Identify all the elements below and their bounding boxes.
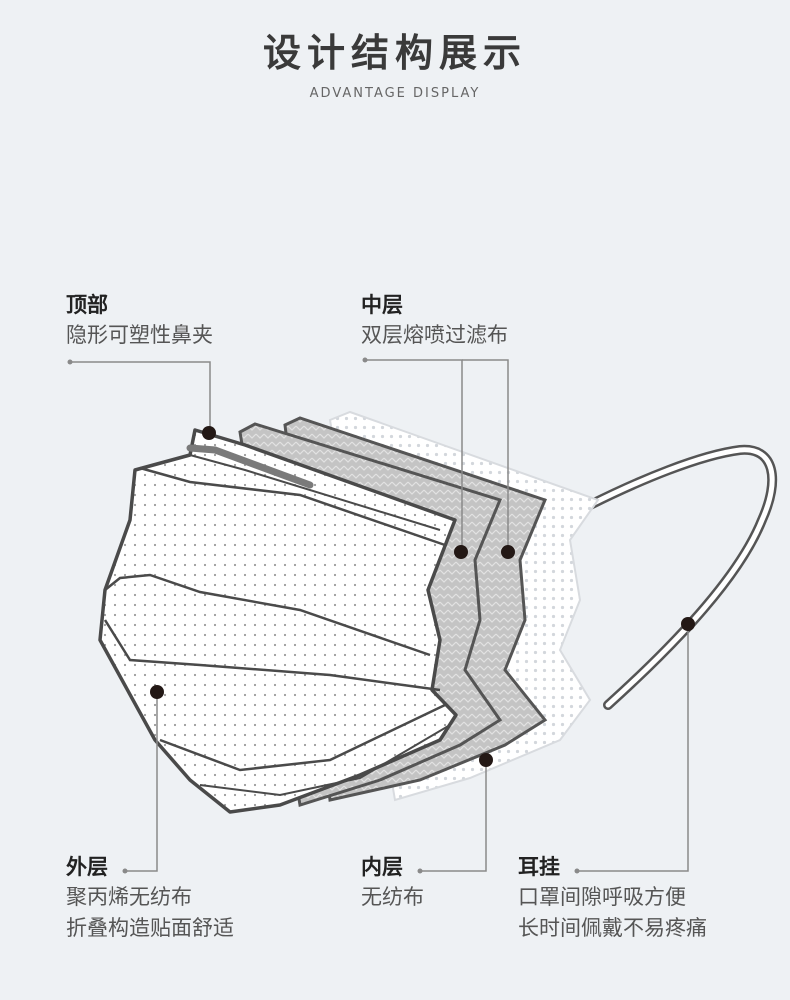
- callout-outer-line-1: 聚丙烯无纺布: [66, 885, 192, 909]
- callout-outer: 外层 聚丙烯无纺布 折叠构造贴面舒适: [66, 852, 234, 944]
- callout-middle-line-1: 双层熔喷过滤布: [361, 323, 508, 347]
- callout-outer-line-2: 折叠构造贴面舒适: [66, 916, 234, 940]
- callout-inner-line-1: 无纺布: [361, 885, 424, 909]
- callout-outer-heading: 外层: [66, 855, 108, 879]
- callout-inner: 内层 无纺布: [361, 852, 424, 913]
- callout-inner-heading: 内层: [361, 855, 403, 879]
- callout-middle-heading: 中层: [361, 293, 403, 317]
- callout-ear-line-2: 长时间佩戴不易疼痛: [518, 916, 707, 940]
- dot-middle-b: [501, 545, 515, 559]
- outer-layer: [98, 428, 458, 814]
- nose-clip: [186, 444, 314, 489]
- ear-loop: [585, 444, 778, 710]
- dot-outer: [150, 685, 164, 699]
- leader-outer: [125, 692, 158, 872]
- callout-ear: 耳挂 口罩间隙呼吸方便 长时间佩戴不易疼痛: [518, 852, 707, 944]
- page-subtitle: ADVANTAGE DISPLAY: [309, 86, 481, 101]
- fold-line-2: [189, 454, 441, 531]
- leader-inner: [420, 760, 487, 872]
- fold-line-5: [159, 703, 446, 772]
- leader-top: [70, 361, 211, 432]
- page-title: 设计结构展示: [262, 31, 527, 75]
- leader-ear: [577, 625, 689, 872]
- dot-middle-a: [454, 545, 468, 559]
- fold-line-1: [139, 466, 446, 547]
- dot-inner: [479, 753, 493, 767]
- callout-middle: 中层 双层熔喷过滤布: [361, 290, 508, 351]
- fold-line-4: [103, 619, 441, 692]
- callout-top-line-1: 隐形可塑性鼻夹: [66, 323, 213, 347]
- leader-middle-b: [462, 359, 509, 550]
- callout-ear-heading: 耳挂: [518, 855, 560, 879]
- dot-top: [202, 426, 216, 440]
- fold-line-3: [104, 573, 431, 657]
- callout-ear-line-1: 口罩间隙呼吸方便: [518, 885, 686, 909]
- callout-top-heading: 顶部: [66, 293, 108, 317]
- dot-ear: [681, 617, 695, 631]
- callout-top: 顶部 隐形可塑性鼻夹: [66, 290, 213, 351]
- fold-line-6: [199, 724, 451, 797]
